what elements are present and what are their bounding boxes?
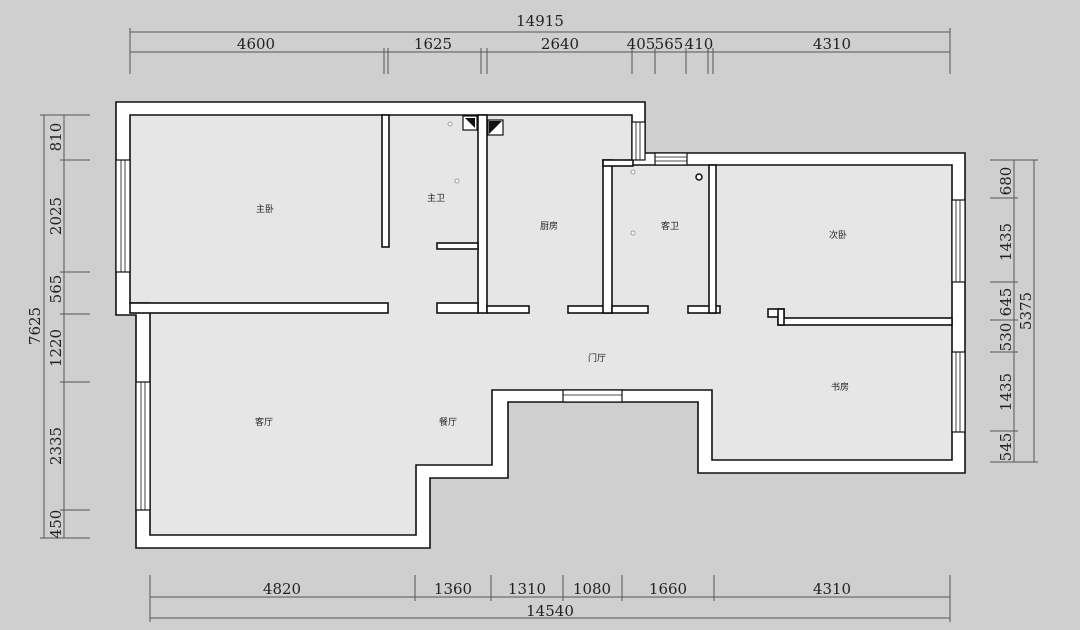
label-kitchen: 厨房 (540, 220, 558, 232)
label-guest-bath: 客卫 (661, 220, 679, 232)
wall-guestbath-top (602, 159, 634, 167)
wall-bedroom2-stub-vert (777, 308, 785, 326)
left-dim-2: 2025 (47, 197, 65, 235)
window-kitchen (631, 121, 646, 161)
windows (115, 121, 966, 511)
right-dimensions: 680 1435 645 530 1435 545 5375 (990, 159, 1038, 463)
right-total-dim: 5375 (1017, 292, 1035, 330)
label-foyer: 门厅 (588, 352, 606, 364)
wall-kitchen-bottom-a (486, 305, 530, 314)
top-dimensions: 14915 4600 1625 2640 405 565 410 4310 (129, 12, 951, 74)
right-dim-4: 530 (997, 323, 1015, 352)
label-living-room: 客厅 (255, 416, 273, 428)
entrance-door-opening (562, 389, 623, 403)
bottom-dim-6: 4310 (813, 580, 851, 598)
bottom-dimensions: 4820 1360 1310 1080 1660 4310 14540 (149, 575, 951, 622)
wall-bath-stub (436, 302, 479, 314)
window-guest-bath (654, 152, 688, 166)
wall-guestbath-bottom-a (611, 305, 649, 314)
window-second-bedroom (951, 199, 966, 283)
top-dim-2: 1625 (414, 35, 452, 53)
top-dim-6: 410 (685, 35, 714, 53)
drain-icon (630, 169, 636, 175)
right-dim-1: 680 (997, 167, 1015, 196)
left-dim-6: 450 (47, 510, 65, 539)
drain-icon (447, 121, 453, 127)
top-dim-7: 4310 (813, 35, 851, 53)
wall-bath-bottom (436, 242, 479, 250)
interior-floor (129, 114, 953, 536)
label-dining-room: 餐厅 (439, 416, 457, 428)
wall-bedroom2-study (777, 317, 953, 326)
bottom-dim-1: 4820 (263, 580, 301, 598)
right-dim-6: 545 (997, 433, 1015, 462)
wall-kitchen-guestbath (602, 159, 613, 314)
wall-guestbath-bedroom2 (708, 164, 717, 314)
bottom-total-dim: 14540 (526, 602, 574, 620)
top-dim-4: 405 (627, 35, 656, 53)
bottom-dim-3: 1310 (508, 580, 546, 598)
window-living-room (135, 381, 151, 511)
fixtures (447, 115, 703, 236)
top-dim-1: 4600 (237, 35, 275, 53)
label-master-bedroom: 主卧 (256, 203, 274, 215)
drain-icon (454, 178, 460, 184)
wall-bath-kitchen (477, 114, 488, 314)
kitchen-shaft-icon (487, 119, 504, 136)
left-dim-3: 565 (47, 275, 65, 304)
left-dim-5: 2335 (47, 427, 65, 465)
label-second-bedroom: 次卧 (829, 229, 847, 241)
top-total-dim: 14915 (516, 12, 564, 30)
left-dim-4: 1220 (47, 329, 65, 367)
room-labels: 主卧 主卫 厨房 客卫 次卧 门厅 书房 客厅 餐厅 (255, 192, 849, 428)
bottom-dim-5: 1660 (649, 580, 687, 598)
bottom-dim-2: 1360 (434, 580, 472, 598)
window-master-bedroom (115, 159, 131, 273)
left-dimensions: 7625 810 2025 565 1220 2335 450 (26, 114, 90, 539)
window-study (951, 351, 966, 433)
left-total-dim: 7625 (26, 307, 44, 345)
top-dim-5: 565 (655, 35, 684, 53)
pipe-icon (695, 173, 703, 181)
label-master-bath: 主卫 (427, 192, 445, 204)
drain-icon (630, 230, 636, 236)
label-study: 书房 (831, 381, 849, 393)
master-bath-shaft-icon (462, 115, 478, 131)
right-dim-3: 645 (997, 288, 1015, 317)
top-dim-3: 2640 (541, 35, 579, 53)
bottom-dim-4: 1080 (573, 580, 611, 598)
right-dim-5: 1435 (997, 373, 1015, 411)
interior-walls (129, 114, 953, 326)
wall-bedroom-bottom (129, 302, 389, 314)
left-dim-1: 810 (47, 123, 65, 152)
wall-bedroom-bath (381, 114, 390, 248)
right-dim-2: 1435 (997, 223, 1015, 261)
wall-guestbath-bottom-b (687, 305, 721, 314)
